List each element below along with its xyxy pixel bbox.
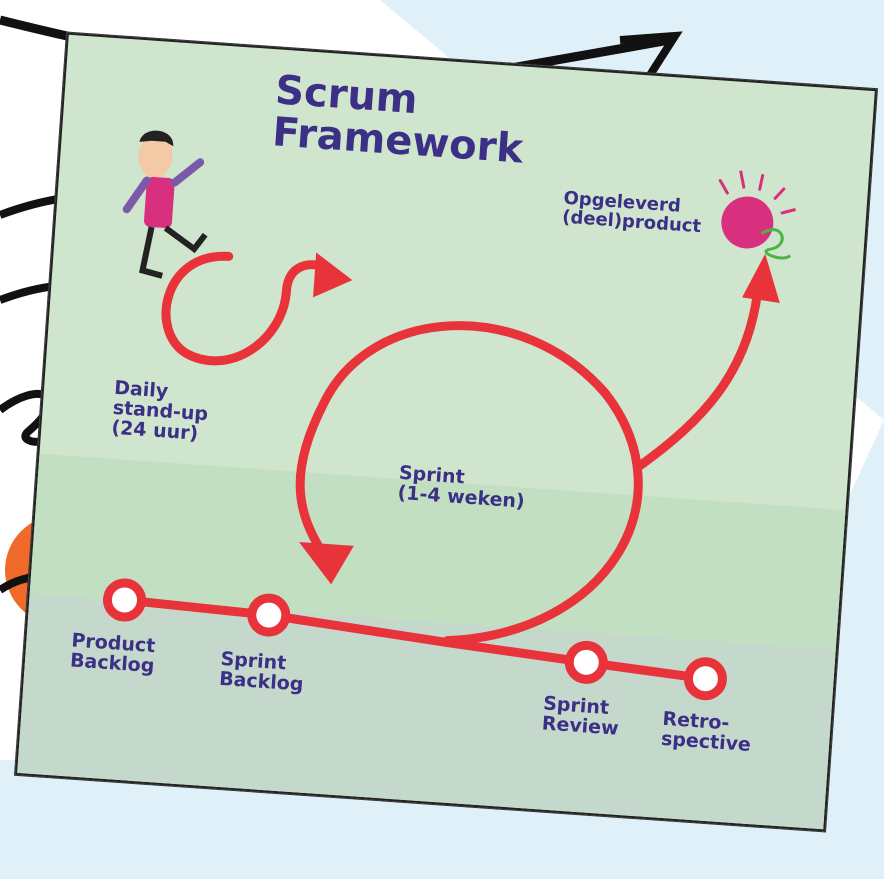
stage-label-product-backlog: Product Backlog bbox=[69, 629, 156, 677]
delivery-arrowhead bbox=[742, 253, 780, 303]
scribble-arrowhead bbox=[619, 31, 683, 78]
product-ball-icon bbox=[718, 170, 796, 260]
scrum-flow-diagram bbox=[102, 130, 796, 701]
stick-figure-icon bbox=[122, 130, 208, 279]
timeline-line bbox=[119, 595, 710, 684]
stage-label-sprint-review: Sprint Review bbox=[541, 692, 620, 739]
diagram-title: Scrum Framework bbox=[271, 67, 527, 172]
node-sprint-review bbox=[564, 640, 608, 684]
daily-loop bbox=[161, 251, 333, 366]
scrum-framework-card: Scrum Framework Daily stand-up (24 uur) … bbox=[15, 32, 877, 832]
delivery-branch bbox=[635, 288, 762, 471]
sprint-arrowhead bbox=[298, 542, 354, 585]
node-sprint-backlog bbox=[247, 593, 291, 637]
stage-label-sprint-backlog: Sprint Backlog bbox=[218, 648, 305, 696]
daily-standup-label: Daily stand-up (24 uur) bbox=[111, 377, 210, 445]
daily-arrowhead bbox=[313, 252, 353, 298]
node-retrospective bbox=[683, 657, 727, 701]
stage-label-retrospective: Retro- spective bbox=[660, 708, 752, 756]
node-product-backlog bbox=[102, 578, 146, 622]
sprint-loop bbox=[295, 321, 643, 646]
